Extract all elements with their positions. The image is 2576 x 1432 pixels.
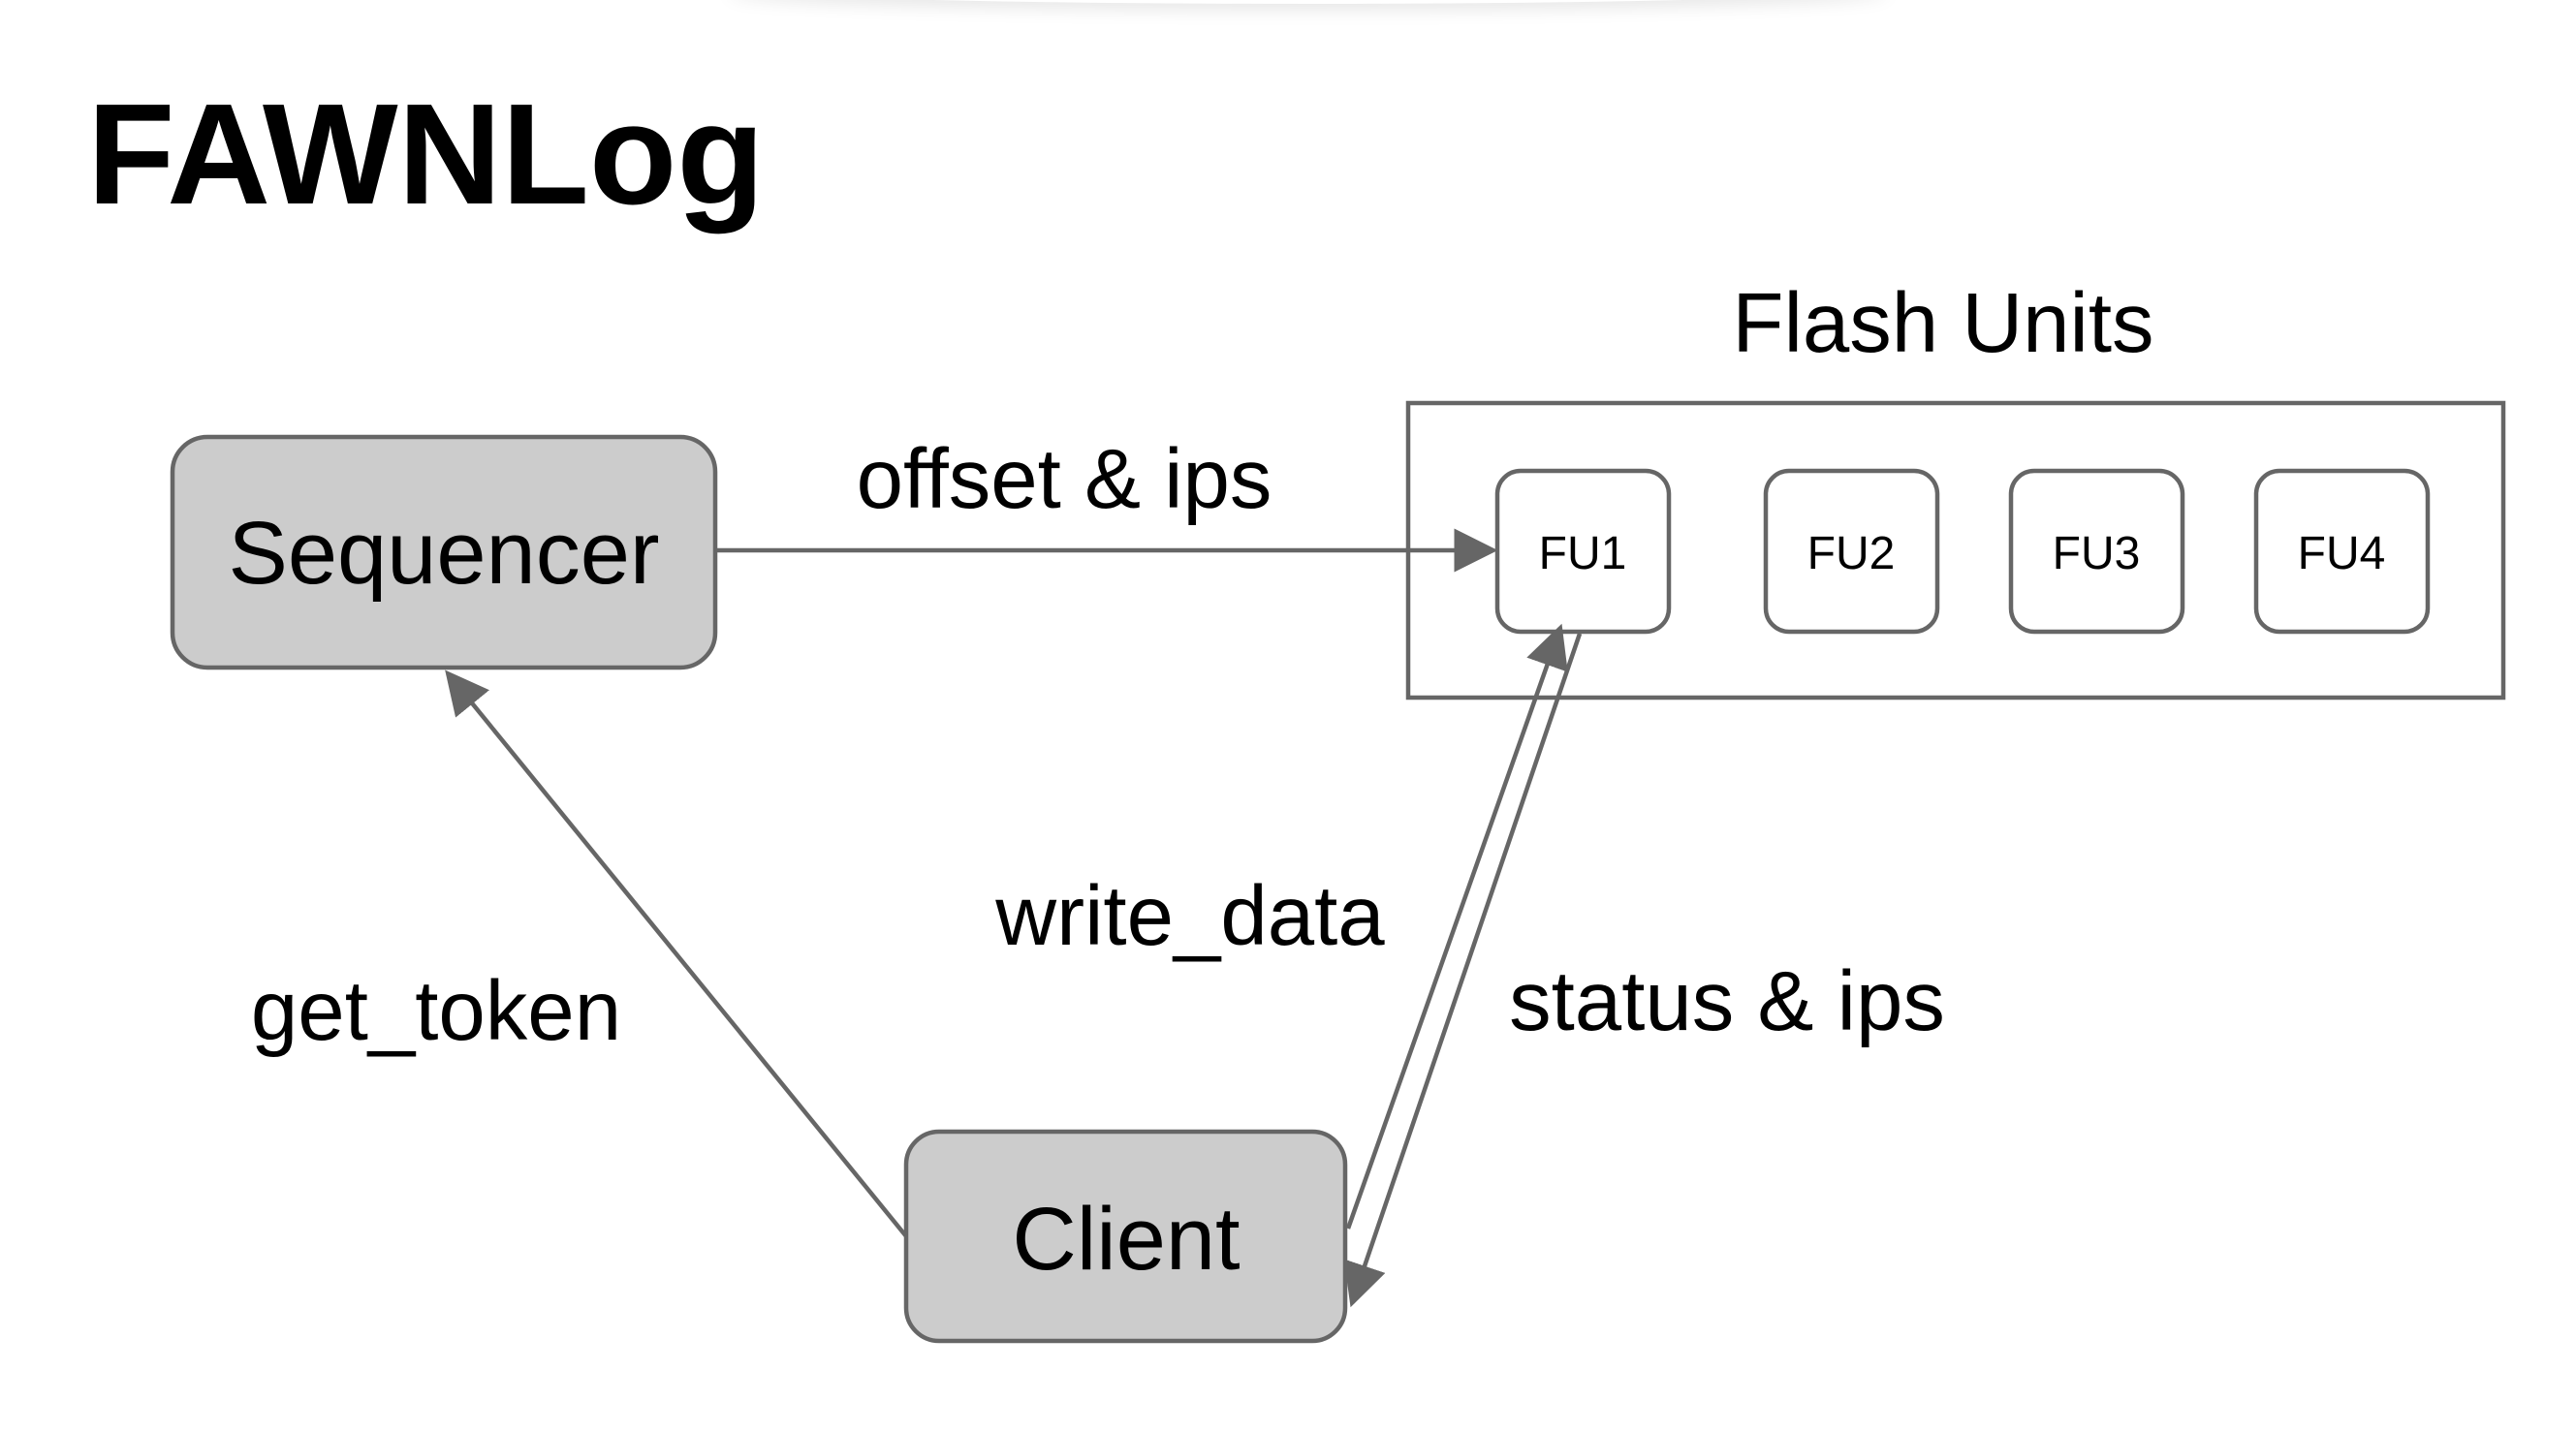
fu4-label: FU4 [2298, 528, 2386, 579]
write-data-label: write_data [994, 869, 1385, 963]
fu3-label: FU3 [2053, 528, 2141, 579]
flash-unit-fu1: FU1 [1494, 468, 1672, 635]
top-edge-shadow [727, 0, 1890, 4]
flash-units-heading: Flash Units [1732, 276, 2153, 370]
sequencer-label: Sequencer [229, 504, 660, 603]
get-token-arrow [445, 669, 908, 1238]
offset-ips-label: offset & ips [857, 432, 1272, 526]
flash-unit-fu2: FU2 [1763, 468, 1940, 635]
fu1-label: FU1 [1539, 528, 1627, 579]
get-token-label: get_token [251, 964, 621, 1058]
client-node: Client [903, 1129, 1348, 1344]
flash-unit-fu4: FU4 [2253, 468, 2431, 635]
status-ips-label: status & ips [1509, 954, 1945, 1048]
sequencer-node: Sequencer [170, 434, 718, 670]
fu2-label: FU2 [1807, 528, 1896, 579]
write-data-arrow [1345, 623, 1568, 1230]
client-label: Client [1012, 1190, 1240, 1289]
status-ips-arrow [1343, 633, 1583, 1308]
page-title: FAWNLog [87, 75, 765, 234]
flash-unit-fu3: FU3 [2008, 468, 2185, 635]
